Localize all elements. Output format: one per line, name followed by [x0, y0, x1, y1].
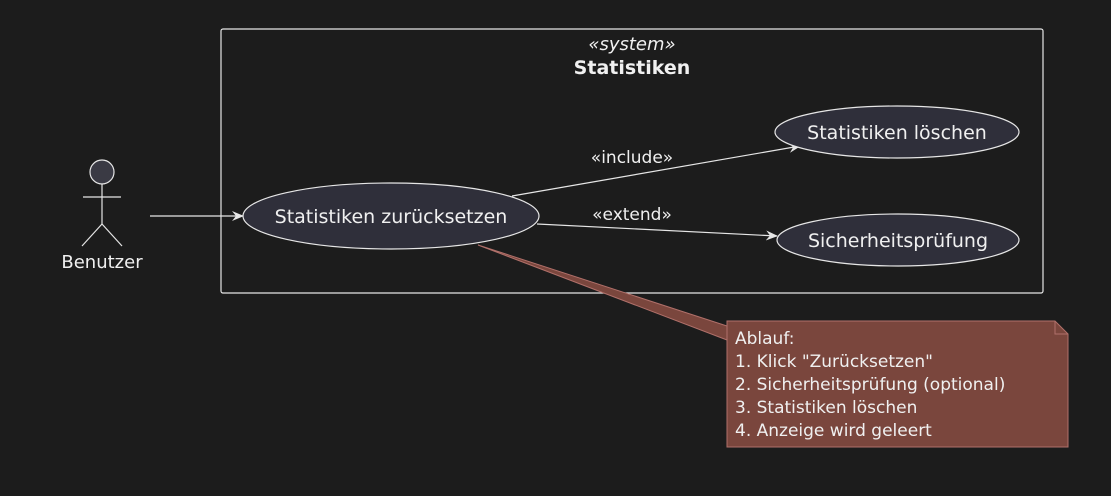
usecase-delete-label: Statistiken löschen — [807, 122, 987, 144]
include-arrow — [511, 142, 801, 197]
note-line: 3. Statistiken löschen — [735, 398, 917, 418]
note-line: 4. Anzeige wird geleert — [735, 421, 932, 441]
note-body — [726, 320, 1069, 448]
note-line: Ablauf: — [735, 329, 794, 349]
note-fold-corner — [1054, 321, 1068, 335]
stick-figure-actor-icon — [81, 159, 123, 247]
note[interactable]: Ablauf: 1. Klick "Zurücksetzen" 2. Siche… — [726, 320, 1069, 448]
usecase-statistiken-loeschen[interactable]: Statistiken löschen — [774, 105, 1020, 159]
usecase-check-label: Sicherheitsprüfung — [808, 230, 988, 252]
extend-label: «extend» — [592, 205, 672, 225]
actor-label: Benutzer — [61, 252, 143, 273]
extend-arrow — [536, 223, 778, 241]
usecase-statistiken-zuruecksetzen[interactable]: Statistiken zurücksetzen — [242, 182, 540, 250]
usecase-reset-label: Statistiken zurücksetzen — [275, 206, 508, 228]
note-line: 1. Klick "Zurücksetzen" — [735, 352, 933, 372]
include-label: «include» — [591, 148, 673, 168]
usecase-sicherheitspruefung[interactable]: Sicherheitsprüfung — [776, 213, 1020, 267]
actor-benutzer[interactable]: Benutzer — [61, 159, 143, 273]
note-line: 2. Sicherheitsprüfung (optional) — [735, 375, 1005, 395]
system-stereotype: «system» — [588, 34, 675, 55]
system-boundary — [220, 28, 1044, 294]
system-title: Statistiken — [574, 57, 691, 79]
